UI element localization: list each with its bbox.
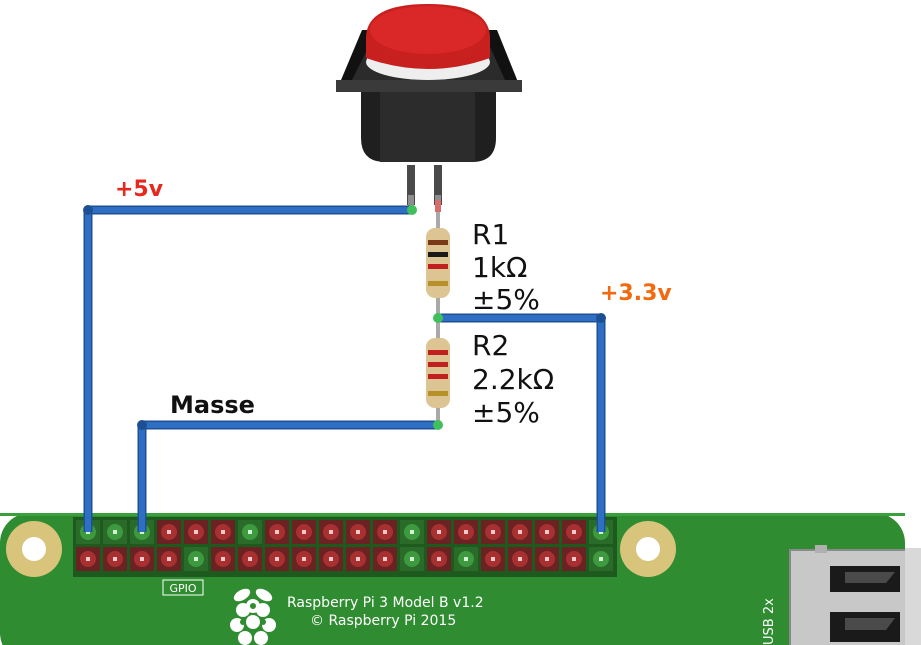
raspberry-pi-board: GPIO Raspberry Pi 3 Model B v1.2 © Raspb…	[0, 513, 921, 645]
resistor-r2	[426, 338, 450, 408]
gpio-pin	[535, 547, 559, 571]
label-5v: +5v	[115, 177, 164, 202]
gpio-pin	[400, 547, 424, 571]
gpio-pin	[589, 547, 613, 571]
gpio-pin	[211, 520, 235, 544]
board-model-text: Raspberry Pi 3 Model B v1.2	[287, 595, 484, 611]
gpio-pin	[454, 547, 478, 571]
gpio-pins	[76, 520, 613, 571]
r2-value: 2.2kΩ	[472, 363, 554, 396]
gpio-pin	[265, 520, 289, 544]
gpio-pin	[292, 520, 316, 544]
label-ground: Masse	[170, 391, 255, 419]
r1-name: R1	[472, 218, 509, 251]
gpio-pin	[373, 547, 397, 571]
r2-tolerance: ±5%	[472, 396, 540, 429]
gpio-pin	[130, 547, 154, 571]
gpio-pin	[157, 520, 181, 544]
gpio-pin	[319, 520, 343, 544]
gpio-pin	[238, 520, 262, 544]
gpio-pin	[211, 547, 235, 571]
gpio-pin	[508, 547, 532, 571]
gpio-pin	[454, 520, 478, 544]
push-button[interactable]	[336, 4, 522, 212]
gpio-pin	[373, 520, 397, 544]
gpio-pin	[184, 520, 208, 544]
gpio-pin	[535, 520, 559, 544]
gpio-pin	[481, 520, 505, 544]
gpio-pin	[562, 520, 586, 544]
usb-label: USB 2x	[762, 598, 777, 645]
r1-tolerance: ±5%	[472, 283, 540, 316]
resistor-r1	[426, 228, 450, 298]
wire-joints	[83, 205, 606, 430]
board-copyright-text: © Raspberry Pi 2015	[310, 613, 456, 629]
gpio-pin	[427, 520, 451, 544]
gpio-pin	[184, 547, 208, 571]
usb-port	[789, 545, 921, 645]
label-3v3: +3.3v	[600, 281, 672, 306]
mounting-hole-right	[620, 521, 676, 577]
gpio-pin	[292, 547, 316, 571]
gpio-pin	[508, 520, 532, 544]
gpio-pin	[265, 547, 289, 571]
gpio-pin	[319, 547, 343, 571]
gpio-pin	[157, 547, 181, 571]
gpio-pin	[76, 547, 100, 571]
gpio-pin	[481, 547, 505, 571]
gpio-pin	[103, 547, 127, 571]
gpio-pin	[427, 547, 451, 571]
r1-value: 1kΩ	[472, 251, 527, 284]
gpio-pin	[562, 547, 586, 571]
wire-5v	[83, 205, 412, 532]
gpio-pin	[400, 520, 424, 544]
r2-name: R2	[472, 329, 509, 362]
gpio-pin	[103, 520, 127, 544]
mounting-hole-left	[6, 521, 62, 577]
gpio-label: GPIO	[169, 582, 196, 595]
gpio-pin	[238, 547, 262, 571]
raspberry-logo-icon	[230, 588, 276, 645]
gpio-pin	[346, 547, 370, 571]
gpio-pin	[346, 520, 370, 544]
